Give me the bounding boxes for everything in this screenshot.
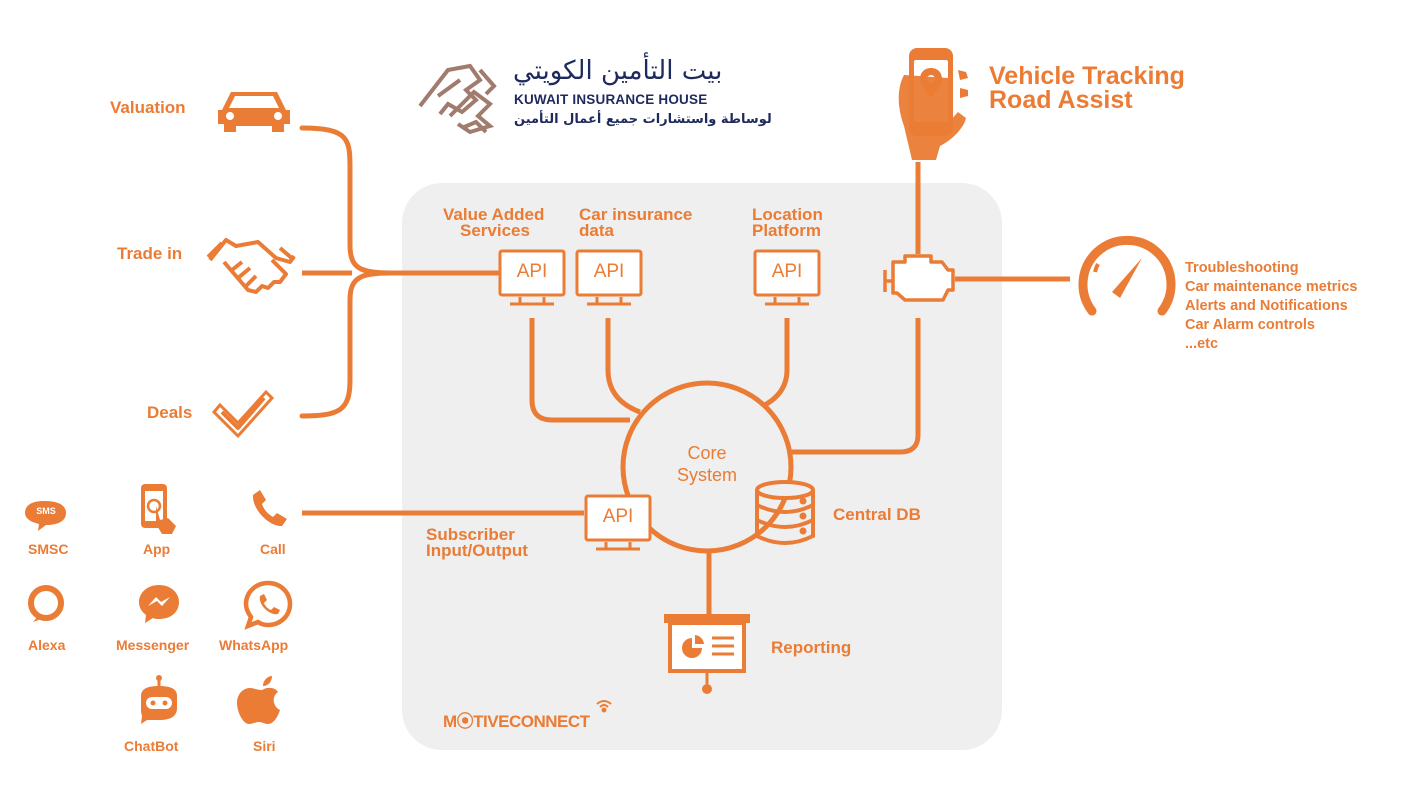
- alexa-label: Alexa: [28, 637, 66, 653]
- car-icon: [218, 92, 290, 132]
- api-monitor-subscriber: [584, 494, 652, 551]
- car-insurance-line2: data: [579, 221, 614, 240]
- check-icon: [220, 396, 266, 430]
- car-insurance-line1: Car insurance: [579, 205, 693, 224]
- database-icon: [755, 480, 815, 545]
- app-icon: [141, 484, 176, 534]
- phone-in-hand-icon: [898, 48, 968, 160]
- vehicle-tracking-title: Vehicle Tracking Road Assist: [989, 62, 1185, 114]
- logo-arabic-tagline: لوساطة واستشارات جميع أعمال التأمين: [514, 112, 772, 127]
- speedometer-icon: [1078, 235, 1176, 316]
- vehicle-tracking-line1: Vehicle Tracking: [989, 62, 1185, 90]
- siri-label: Siri: [253, 738, 276, 754]
- core-system-circle: [620, 380, 794, 554]
- location-label: Location Platform: [752, 205, 823, 240]
- check-outline: [211, 389, 275, 439]
- handshake-icon: [206, 238, 296, 294]
- valuation-label: Valuation: [110, 98, 186, 117]
- subscriber-line2: Input/Output: [426, 541, 528, 560]
- api-badge-subscriber: API: [602, 506, 634, 527]
- deals-label: Deals: [147, 403, 193, 422]
- api-monitor-location: [753, 249, 821, 306]
- core-line1: Core: [687, 443, 727, 463]
- feature-item: Alerts and Notifications: [1185, 298, 1348, 314]
- motiveconnect-brand: M⦿TIVECONNECT: [443, 712, 590, 731]
- vehicle-tracking-line2: Road Assist: [989, 86, 1133, 114]
- api-monitor-car-insurance: [575, 249, 643, 306]
- feature-item: Troubleshooting: [1185, 260, 1299, 276]
- value-added-connector: [529, 318, 630, 423]
- car-insurance-connector: [605, 318, 641, 415]
- wifi-icon: [596, 700, 612, 713]
- apple-icon: [237, 676, 280, 724]
- value-added-line1: Value Added: [443, 205, 545, 224]
- app-label: App: [143, 541, 171, 557]
- api-monitor-value-added: [498, 249, 566, 306]
- engine-icon: [883, 254, 955, 302]
- api-badge-value-added: API: [516, 261, 548, 282]
- api-badge-location: API: [771, 261, 803, 282]
- feature-item: ...etc: [1185, 336, 1219, 352]
- sms-badge-text: SMS: [36, 506, 56, 516]
- kih-logo-mark: [418, 63, 497, 135]
- alexa-icon: [28, 585, 64, 622]
- core-line2: System: [676, 465, 737, 485]
- sms-icon: [25, 501, 66, 531]
- feature-item: Car Alarm controls: [1185, 317, 1315, 333]
- car-insurance-label: Car insurance data: [579, 205, 693, 240]
- services-bracket: [299, 125, 501, 419]
- reporting-label: Reporting: [771, 638, 852, 657]
- call-label: Call: [260, 541, 286, 557]
- messenger-icon: [139, 585, 179, 623]
- chatbot-icon: [141, 675, 177, 724]
- location-line1: Location: [752, 205, 823, 224]
- feature-item: Car maintenance metrics: [1185, 279, 1358, 295]
- value-added-label: Value Added Services: [443, 205, 545, 240]
- whatsapp-label: WhatsApp: [219, 637, 289, 653]
- engine-connector: [782, 318, 921, 455]
- smsc-label: SMSC: [28, 541, 69, 557]
- logo-arabic-name: بيت التأمين الكويتي: [513, 56, 723, 86]
- central-db-label: Central DB: [833, 505, 921, 524]
- value-added-line2: Services: [460, 221, 530, 240]
- core-system-label: Core System: [652, 442, 762, 486]
- location-line2: Platform: [752, 221, 821, 240]
- logo-english-name: KUWAIT INSURANCE HOUSE: [514, 92, 708, 107]
- messenger-label: Messenger: [116, 637, 190, 653]
- subscriber-line1: Subscriber: [426, 525, 515, 544]
- reporting-icon: [664, 614, 750, 694]
- api-badge-car-insurance: API: [593, 261, 625, 282]
- whatsapp-icon: [243, 580, 293, 630]
- subscriber-label: Subscriber Input/Output: [426, 525, 528, 560]
- trade-in-label: Trade in: [117, 244, 183, 263]
- features-list: Troubleshooting Car maintenance metrics …: [1185, 259, 1357, 354]
- call-icon: [252, 490, 287, 527]
- chatbot-label: ChatBot: [124, 738, 179, 754]
